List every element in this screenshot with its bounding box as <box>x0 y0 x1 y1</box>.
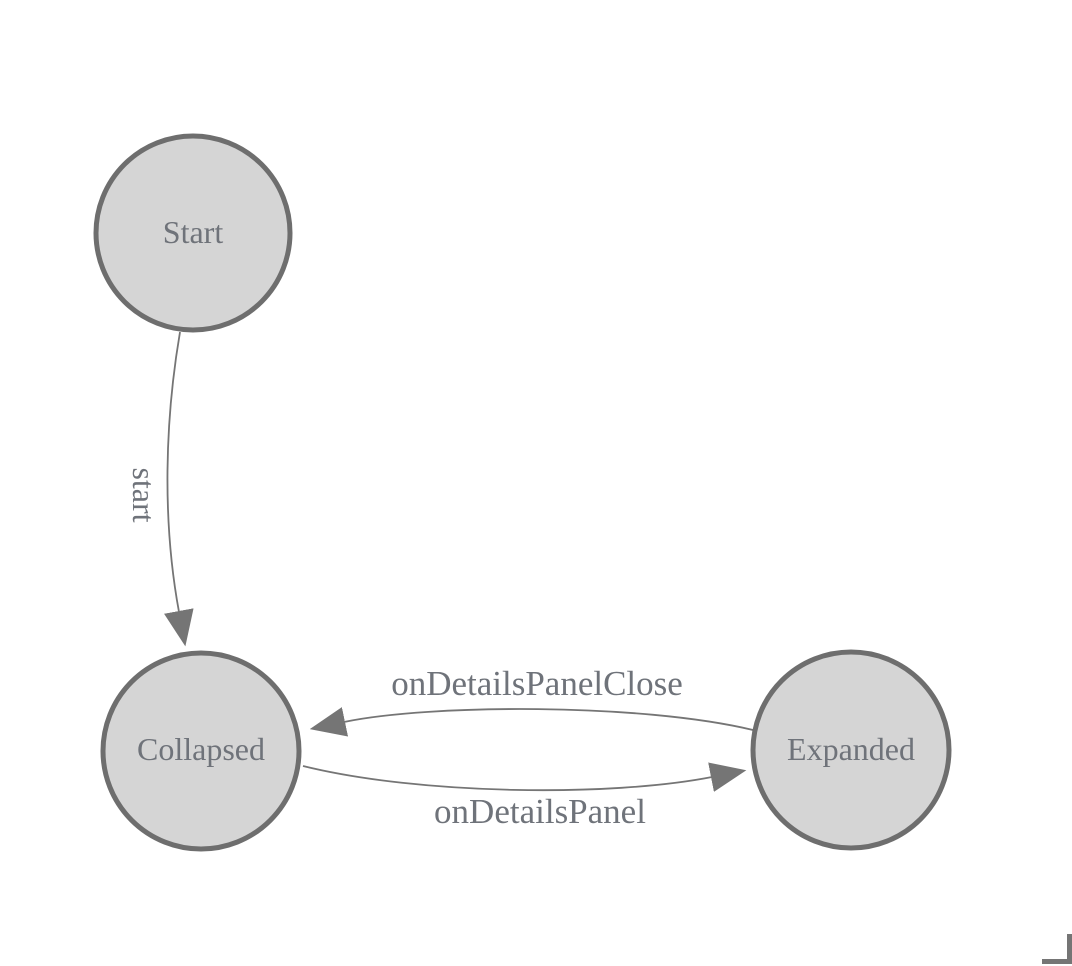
edge-collapsed-to-expanded <box>302 762 747 792</box>
node-label-collapsed: Collapsed <box>137 731 265 767</box>
state-node-start[interactable] <box>93 133 293 333</box>
edge-start-to-collapsed <box>164 331 194 647</box>
state-node-expanded[interactable] <box>750 649 952 851</box>
edge-label-ondetailspanelclose: onDetailsPanelClose <box>391 664 683 703</box>
edge-label-ondetailspanel: onDetailsPanel <box>434 792 646 831</box>
node-label-expanded: Expanded <box>787 731 915 767</box>
edge-label-start: start <box>126 467 162 522</box>
state-node-collapsed[interactable] <box>100 650 302 852</box>
resize-corner-handle[interactable] <box>1042 934 1072 964</box>
edge-expanded-to-collapsed <box>309 707 754 737</box>
node-label-start: Start <box>163 214 224 250</box>
resize-corner-horizontal-bar <box>1042 959 1072 964</box>
resize-corner-vertical-bar <box>1067 934 1072 964</box>
